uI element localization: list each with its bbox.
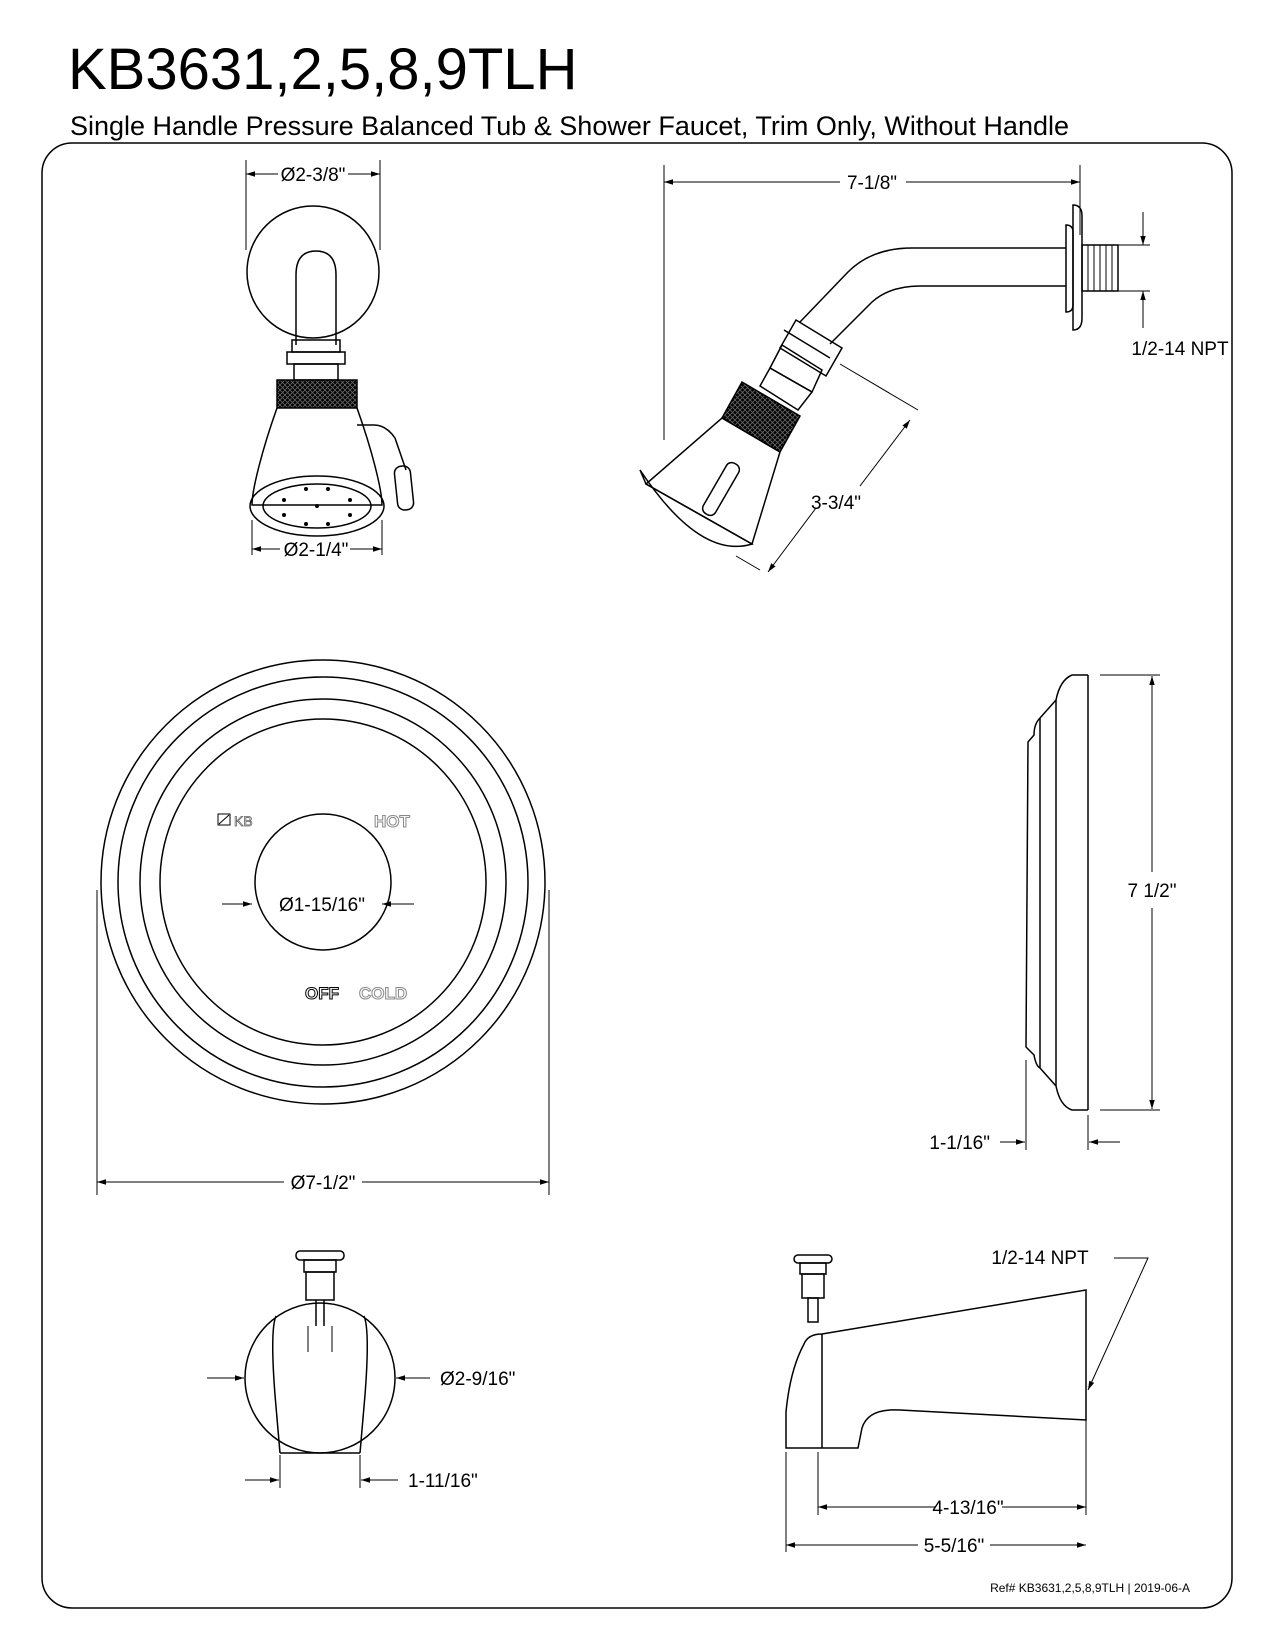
showerhead-face-diameter: Ø2-1/4" — [284, 540, 349, 561]
page-subtitle: Single Handle Pressure Balanced Tub & Sh… — [70, 111, 1069, 141]
spout-reach: 4-13/16" — [932, 1498, 1003, 1519]
escutcheon-front-view — [96, 659, 550, 1195]
shower-arm-length: 7-1/8" — [847, 173, 897, 194]
escutcheon-height: 7 1/2" — [1127, 881, 1176, 902]
escutcheon-opening-diameter: Ø1-15/16" — [279, 895, 365, 916]
showerhead-side-view — [639, 165, 1150, 573]
spout-diameter: Ø2-9/16" — [440, 1369, 515, 1390]
kb-logo-text: KB — [234, 813, 253, 829]
reference-number: Ref# KB3631,2,5,8,9TLH | 2019-06-A — [990, 1581, 1190, 1595]
escutcheon-plate-diameter: Ø7-1/2" — [291, 1173, 356, 1194]
hot-label: HOT — [374, 812, 411, 831]
drawing-frame — [41, 142, 1233, 1609]
spout-front-view — [207, 1250, 430, 1488]
page-title: KB3631,2,5,8,9TLH — [68, 37, 578, 102]
spout-width: 1-11/16" — [408, 1471, 478, 1492]
spout-side-view — [785, 1254, 1149, 1552]
escutcheon-depth: 1-1/16" — [929, 1133, 990, 1154]
spout-overall-length: 5-5/16" — [924, 1536, 985, 1557]
showerhead-flange-diameter: Ø2-3/8" — [281, 165, 346, 186]
kb-logo-mark: KB — [217, 813, 253, 829]
spout-thread: 1/2-14 NPT — [991, 1248, 1089, 1269]
escutcheon-side-view — [1000, 674, 1160, 1150]
showerhead-length: 3-3/4" — [811, 493, 861, 514]
cold-label: COLD — [359, 984, 407, 1003]
showerhead-front-view — [245, 160, 415, 555]
off-label: OFF — [305, 984, 339, 1003]
shower-arm-thread: 1/2-14 NPT — [1131, 339, 1229, 360]
